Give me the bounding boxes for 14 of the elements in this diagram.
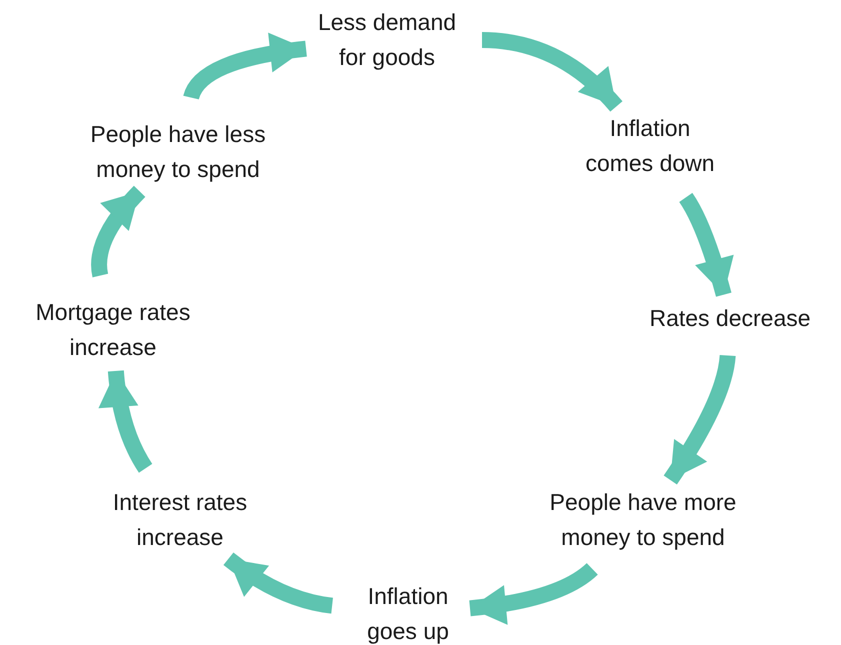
curved-arrow (664, 354, 736, 484)
cycle-step-text: Rates decrease (635, 300, 825, 336)
curved-arrow (99, 370, 152, 473)
cycle-step-text: People have more money to spend (540, 485, 746, 555)
curved-arrow (469, 562, 598, 624)
curved-arrow (482, 32, 622, 112)
cycle-step-text: Interest rates increase (98, 485, 262, 555)
curved-arrow (224, 552, 334, 614)
curved-arrow (679, 193, 734, 297)
cycle-step-text: Inflation comes down (575, 111, 725, 181)
cycle-step-text: Mortgage rates increase (20, 295, 206, 365)
cycle-step-text: People have less money to spend (80, 117, 276, 187)
cycle-step-text: Less demand for goods (312, 5, 462, 75)
cycle-step-text: Inflation goes up (352, 579, 464, 645)
